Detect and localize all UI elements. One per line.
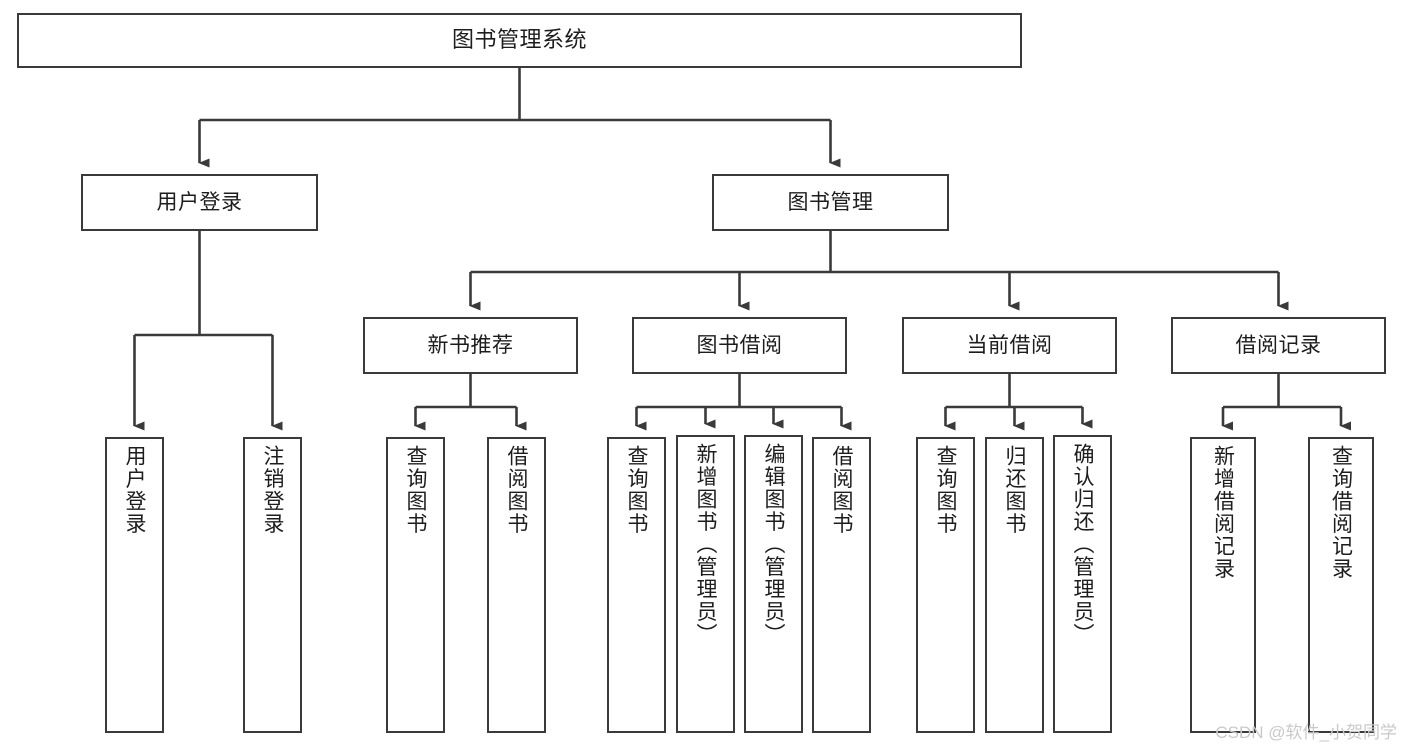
- node-leaf-add-book[interactable]: 新增图书（管理员）: [676, 435, 735, 733]
- node-label-leaf-add-book: 新增图书（管理员）: [694, 443, 717, 646]
- node-book-borrow[interactable]: 图书借阅: [632, 317, 847, 374]
- node-label-book-manage: 图书管理: [787, 190, 874, 214]
- node-leaf-query-book-2[interactable]: 查询图书: [607, 437, 666, 733]
- node-leaf-logout[interactable]: 注销登录: [243, 437, 302, 733]
- node-root[interactable]: 图书管理系统: [17, 13, 1022, 68]
- node-user-login[interactable]: 用户登录: [81, 174, 318, 231]
- node-borrow-record[interactable]: 借阅记录: [1171, 317, 1386, 374]
- node-label-leaf-edit-book: 编辑图书（管理员）: [762, 443, 785, 646]
- node-leaf-query-record[interactable]: 查询借阅记录: [1308, 437, 1374, 733]
- node-label-leaf-borrow-book-2: 借阅图书: [830, 445, 853, 535]
- node-label-leaf-logout: 注销登录: [261, 445, 284, 535]
- node-leaf-add-record[interactable]: 新增借阅记录: [1190, 437, 1256, 733]
- node-label-leaf-query-book-1: 查询图书: [404, 445, 427, 535]
- node-leaf-borrow-book-1[interactable]: 借阅图书: [487, 437, 546, 733]
- node-label-user-login: 用户登录: [156, 190, 243, 214]
- node-leaf-user-login[interactable]: 用户登录: [105, 437, 164, 733]
- node-leaf-borrow-book-2[interactable]: 借阅图书: [812, 437, 871, 733]
- node-leaf-return-book[interactable]: 归还图书: [985, 437, 1044, 733]
- node-label-leaf-add-record: 新增借阅记录: [1211, 445, 1235, 580]
- node-label-leaf-query-book-3: 查询图书: [934, 445, 957, 535]
- node-book-manage[interactable]: 图书管理: [712, 174, 949, 231]
- node-label-leaf-confirm-ret: 确认归还（管理员）: [1071, 443, 1094, 646]
- node-leaf-query-book-3[interactable]: 查询图书: [916, 437, 975, 733]
- csdn-watermark: CSDN @软件_小贺同学: [1215, 723, 1397, 742]
- node-current-borrow[interactable]: 当前借阅: [902, 317, 1117, 374]
- node-label-leaf-user-login: 用户登录: [123, 445, 146, 535]
- node-leaf-confirm-ret[interactable]: 确认归还（管理员）: [1053, 435, 1112, 733]
- node-new-book-rec[interactable]: 新书推荐: [363, 317, 578, 374]
- node-label-book-borrow: 图书借阅: [696, 333, 783, 357]
- node-label-borrow-record: 借阅记录: [1235, 333, 1322, 357]
- node-label-leaf-return-book: 归还图书: [1003, 445, 1026, 535]
- node-label-leaf-query-record: 查询借阅记录: [1329, 445, 1353, 580]
- node-leaf-query-book-1[interactable]: 查询图书: [386, 437, 445, 733]
- node-label-new-book-rec: 新书推荐: [427, 333, 514, 357]
- node-leaf-edit-book[interactable]: 编辑图书（管理员）: [744, 435, 803, 733]
- node-label-current-borrow: 当前借阅: [966, 333, 1053, 357]
- node-label-root: 图书管理系统: [451, 27, 587, 53]
- node-label-leaf-borrow-book-1: 借阅图书: [505, 445, 528, 535]
- node-label-leaf-query-book-2: 查询图书: [625, 445, 648, 535]
